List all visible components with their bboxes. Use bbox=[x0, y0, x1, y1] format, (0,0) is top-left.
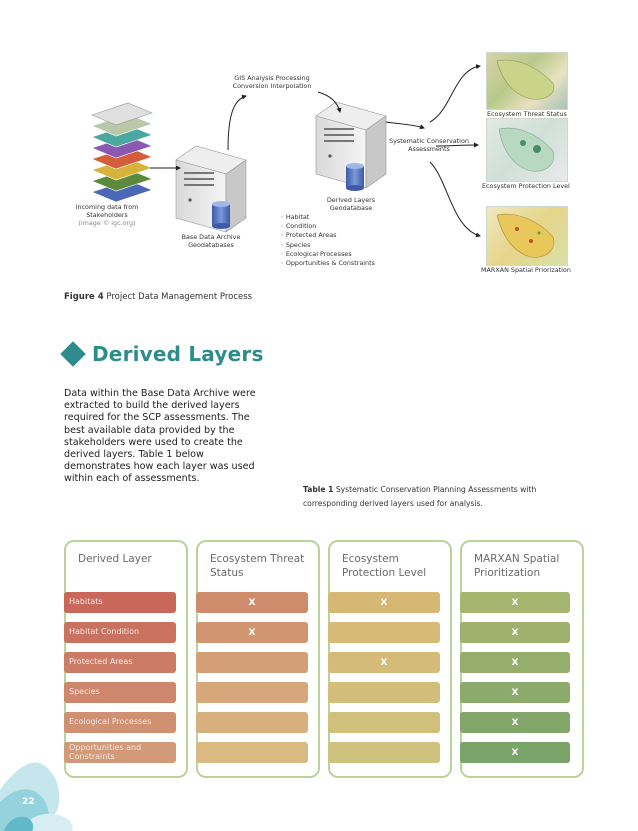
derived-layers-list: Habitat Condition Protected Areas Specie… bbox=[280, 213, 375, 268]
table-cell: X bbox=[328, 652, 440, 673]
threat-status-map bbox=[486, 52, 568, 110]
table-cell bbox=[196, 712, 308, 733]
list-item: Opportunities & Constraints bbox=[280, 259, 375, 268]
table-cell bbox=[196, 682, 308, 703]
table-cell bbox=[328, 622, 440, 643]
table-cell bbox=[328, 742, 440, 763]
list-item: Protected Areas bbox=[280, 231, 375, 240]
table-cell: X bbox=[196, 592, 308, 613]
list-item: Condition bbox=[280, 222, 375, 231]
table-row-label: Ecological Processes bbox=[64, 712, 176, 733]
list-item: Habitat bbox=[280, 213, 375, 222]
arrow-scp-to-threat bbox=[429, 64, 481, 123]
threat-status-label: Ecosystem Threat Status bbox=[487, 110, 567, 118]
column-header: Ecosystem Threat Status bbox=[210, 553, 305, 579]
corner-decoration bbox=[0, 762, 73, 831]
table-row-label: Habitats bbox=[64, 592, 176, 613]
table-cell: X bbox=[460, 742, 570, 763]
derived-layers-db-label: Derived Layers Geodatabase bbox=[326, 196, 376, 212]
table-row-label: Species bbox=[64, 682, 176, 703]
data-management-diagram bbox=[91, 64, 481, 238]
base-archive-label: Base Data Archive Geodatabases bbox=[181, 233, 241, 249]
section-title: Derived Layers bbox=[92, 342, 264, 366]
marxan-label: MARXAN Spatial Priorization bbox=[481, 266, 571, 274]
table-cell: X bbox=[460, 652, 570, 673]
scp-label: Systematic Conservation Assessments bbox=[389, 137, 469, 153]
table-row-label: Protected Areas bbox=[64, 652, 176, 673]
figure-caption: Figure 4 Project Data Management Process bbox=[64, 292, 252, 302]
list-item: Species bbox=[280, 241, 375, 250]
section-heading: Derived Layers bbox=[60, 341, 264, 367]
table-row-label: Habitat Condition bbox=[64, 622, 176, 643]
protection-level-map bbox=[486, 118, 568, 182]
marxan-map bbox=[486, 206, 568, 266]
table-cell: X bbox=[196, 622, 308, 643]
base-archive-server-icon bbox=[175, 145, 247, 233]
list-item: Ecological Processes bbox=[280, 250, 375, 259]
image-credit: (image © igc.org) bbox=[78, 219, 136, 227]
data-layers-stack-icon bbox=[91, 102, 153, 203]
table-cell: X bbox=[460, 622, 570, 643]
gis-processing-label: GIS Analysis Processing Conversion Inter… bbox=[232, 74, 312, 90]
arrow-derived-to-scp bbox=[385, 121, 425, 130]
arrow-scp-to-marxan bbox=[429, 161, 481, 238]
table-caption: Table 1 Systematic Conservation Planning… bbox=[303, 483, 563, 511]
table-row-label: Opportunities and Constraints bbox=[64, 742, 176, 763]
table-cell: X bbox=[460, 682, 570, 703]
table-cell: X bbox=[460, 712, 570, 733]
protection-level-label: Ecosystem Protection Level bbox=[482, 182, 570, 190]
arrow-gis-to-derived bbox=[317, 91, 342, 113]
figure-label: Figure 4 bbox=[64, 292, 104, 302]
incoming-data-label: Incoming data from Stakeholders (image ©… bbox=[62, 203, 152, 227]
table-caption-text: Systematic Conservation Planning Assessm… bbox=[303, 485, 537, 508]
derived-layers-server-icon bbox=[315, 101, 387, 191]
column-header: Derived Layer bbox=[78, 553, 152, 565]
arrow-scp-to-protection bbox=[435, 142, 479, 148]
table-cell bbox=[328, 682, 440, 703]
column-header: MARXAN Spatial Prioritization bbox=[474, 553, 560, 579]
page-number: 22 bbox=[22, 797, 35, 807]
table-cell bbox=[196, 652, 308, 673]
table-cell bbox=[328, 712, 440, 733]
column-header: Ecosystem Protection Level bbox=[342, 553, 427, 579]
figure-text: Project Data Management Process bbox=[103, 292, 253, 302]
table-cell: X bbox=[460, 592, 570, 613]
section-paragraph: Data within the Base Data Archive were e… bbox=[64, 388, 256, 485]
arrow-base-to-gis bbox=[227, 94, 247, 151]
table-cell: X bbox=[328, 592, 440, 613]
table-cell bbox=[196, 742, 308, 763]
diamond-icon bbox=[60, 341, 86, 367]
table-label: Table 1 bbox=[303, 485, 334, 494]
